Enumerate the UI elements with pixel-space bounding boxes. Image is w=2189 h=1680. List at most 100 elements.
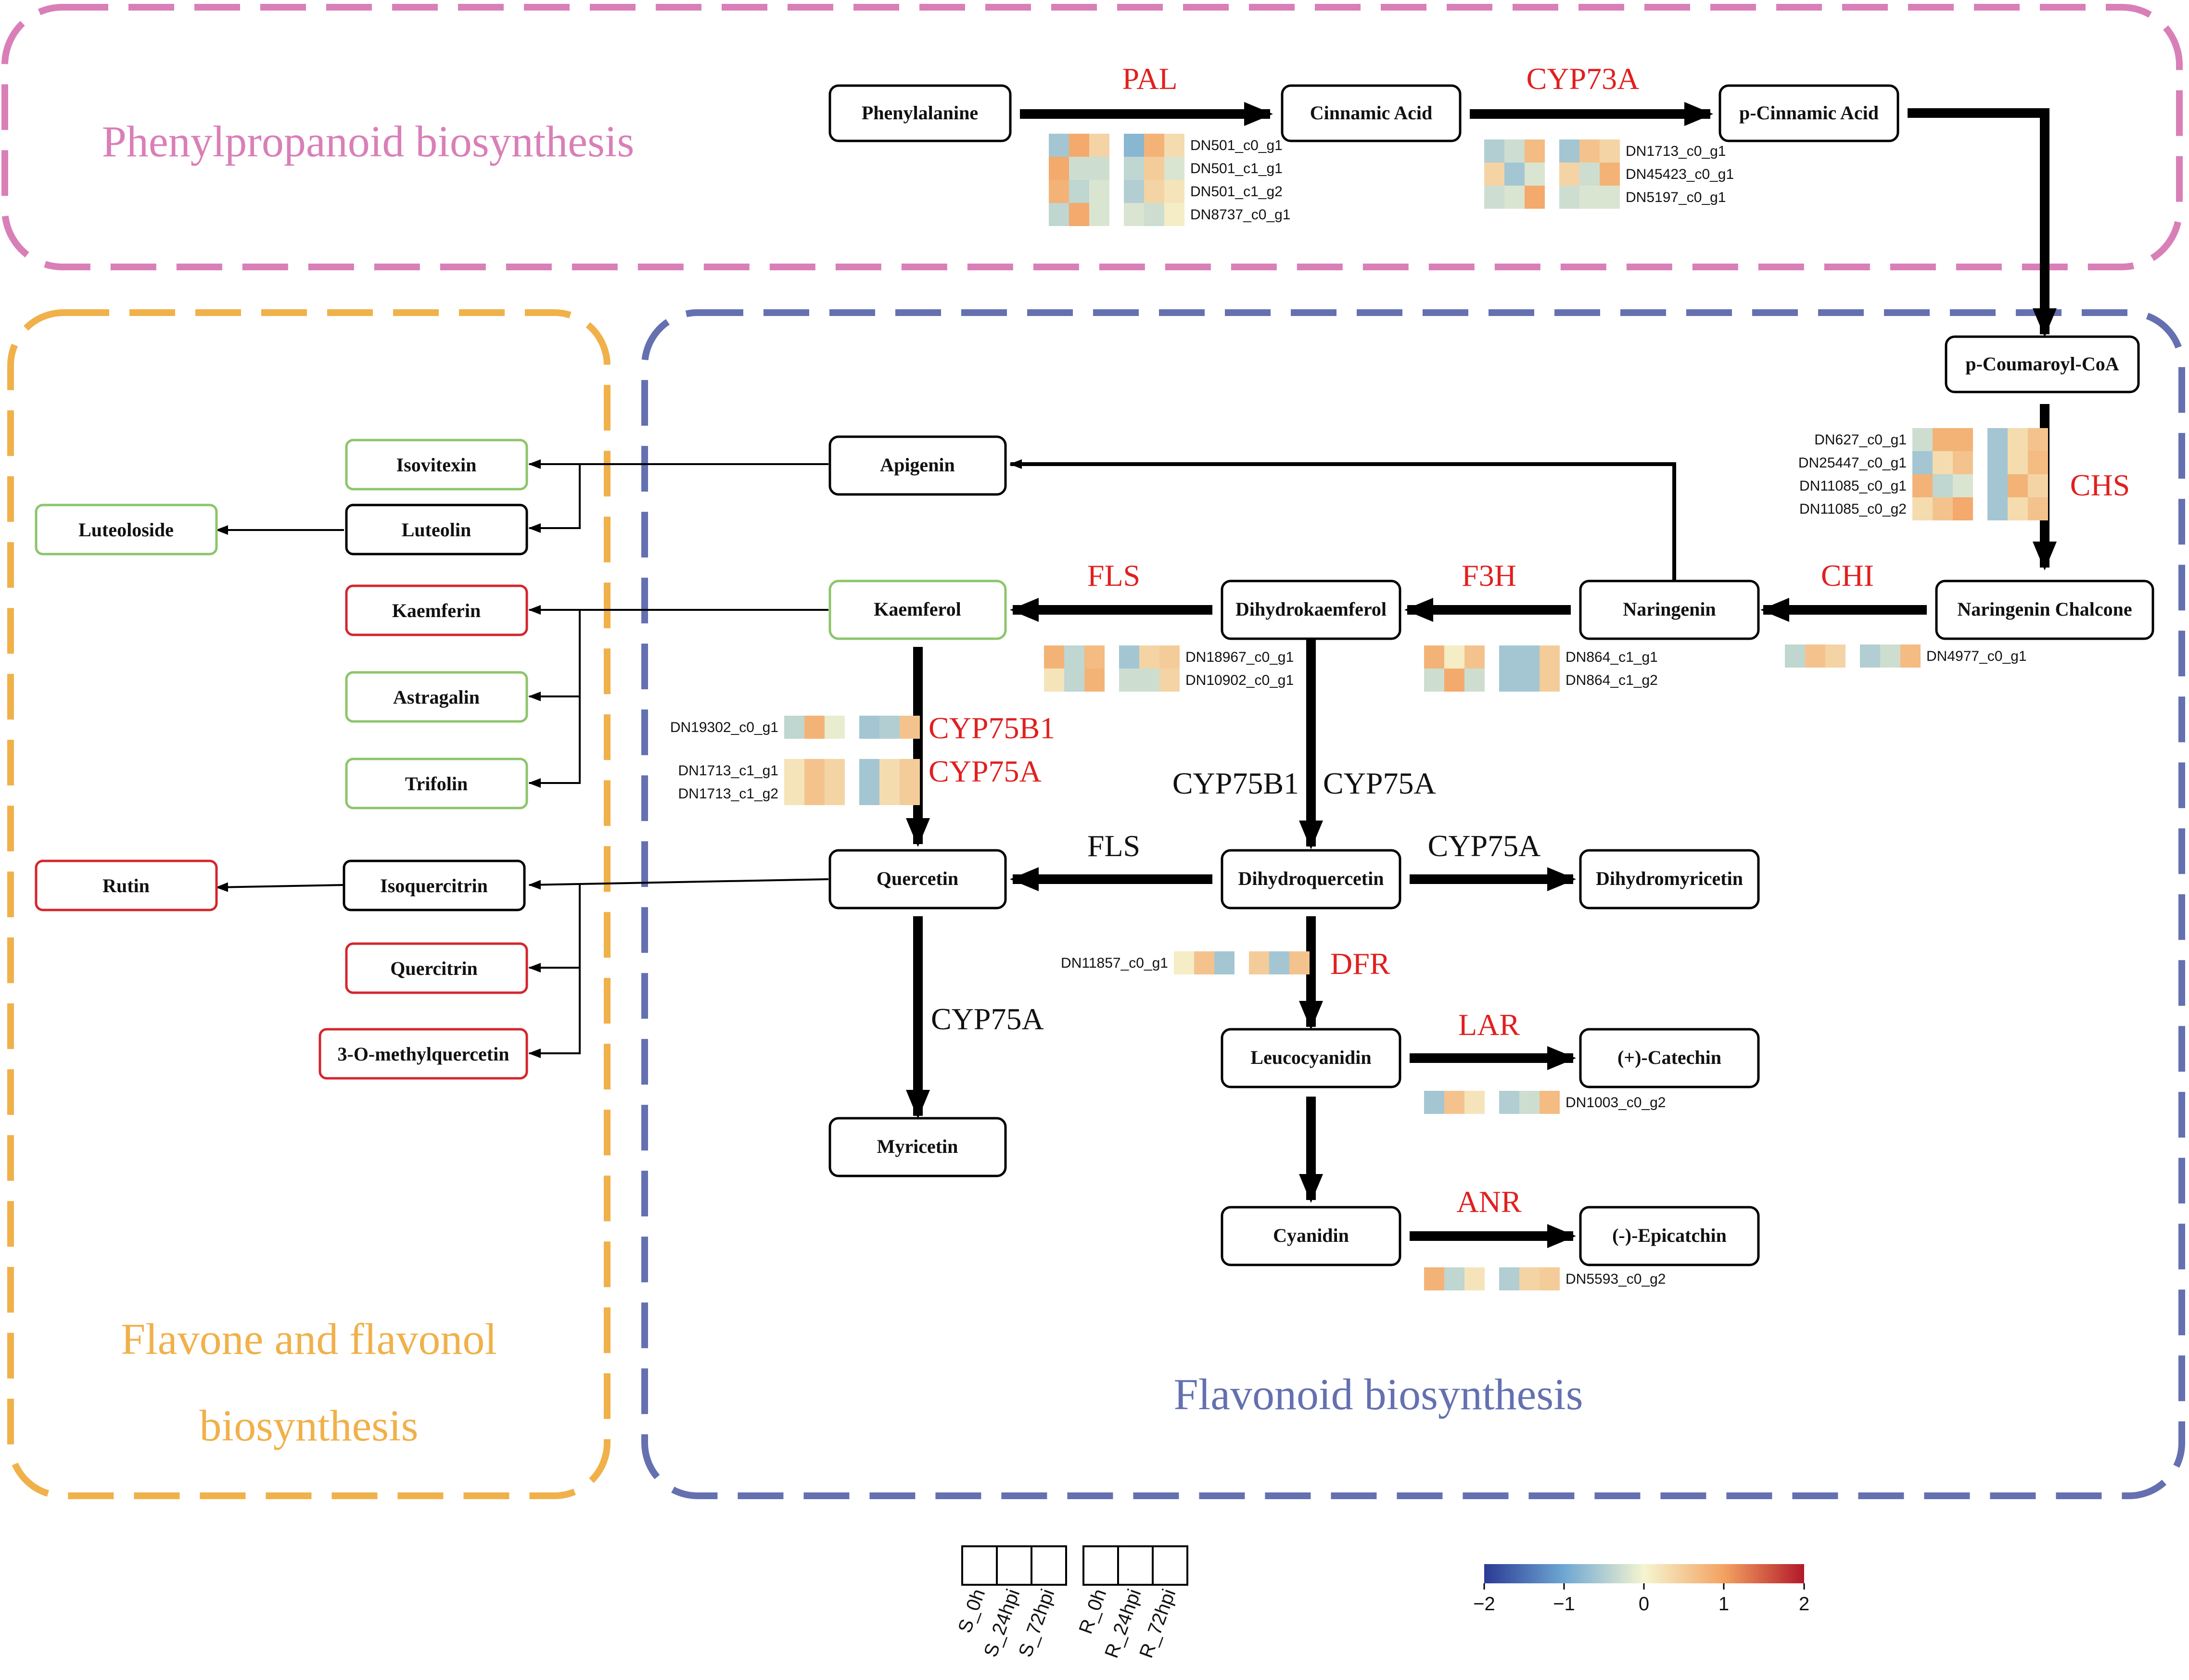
enzyme-chi: CHI xyxy=(1821,558,1874,593)
gene-label: DN8737_c0_g1 xyxy=(1190,207,1291,223)
heatmap-cell xyxy=(1987,428,2008,451)
node-isoquercitrin: Isoquercitrin xyxy=(343,859,526,911)
heatmap-cell xyxy=(1069,180,1089,203)
enzyme-lar: LAR xyxy=(1458,1008,1520,1042)
svg-text:p-Coumaroyl-CoA: p-Coumaroyl-CoA xyxy=(1965,353,2119,375)
heatmap-cell xyxy=(1424,645,1444,669)
gene-label: DN1003_c0_g2 xyxy=(1565,1095,1666,1111)
heatmap-cell xyxy=(1164,157,1184,180)
heatmap-cell xyxy=(1499,1091,1519,1114)
node-myricetin: Myricetin xyxy=(828,1117,1007,1177)
sample-label-r-0h: R_0h xyxy=(1075,1586,1110,1637)
heatmap-cell xyxy=(1900,644,1921,668)
heatmap-cell xyxy=(1119,645,1139,669)
heatmap-cell xyxy=(1519,1267,1540,1290)
heatmap-cell xyxy=(1504,186,1525,209)
enzyme-cyp75a-down: CYP75A xyxy=(931,1002,1044,1036)
phenylpropanoid-title: Phenylpropanoid biosynthesis xyxy=(102,117,635,166)
node-luteoloside: Luteoloside xyxy=(35,504,218,556)
heatmap-cell xyxy=(1484,139,1504,163)
svg-text:Phenylalanine: Phenylalanine xyxy=(862,102,978,124)
svg-text:Naringenin: Naringenin xyxy=(1623,598,1716,620)
node-dihydromyricetin: Dihydromyricetin xyxy=(1579,849,1760,909)
heatmap-cell xyxy=(804,759,825,782)
heatmap-dfr: DN11857_c0_g1 xyxy=(1061,951,1310,974)
flavone-title-line1: Flavone and flavonol xyxy=(121,1314,497,1364)
flavone-region xyxy=(7,309,611,1499)
heatmap-cell xyxy=(1159,669,1180,692)
heatmap-cell xyxy=(1519,1091,1540,1114)
heatmap-cell xyxy=(879,759,900,782)
heatmap-cell xyxy=(900,782,920,805)
heatmap-cell xyxy=(1464,645,1485,669)
heatmap-cell xyxy=(1953,474,1973,497)
heatmap-cell xyxy=(2008,451,2028,474)
enzyme-labels: PAL CYP73A CHS CHI F3H FLS CYP75B1 CYP75… xyxy=(929,62,2130,1219)
heatmap-cell xyxy=(1119,669,1139,692)
gene-label: DN501_c0_g1 xyxy=(1190,138,1283,153)
heatmap-cell xyxy=(2008,428,2028,451)
heatmap-cell xyxy=(1464,1267,1485,1290)
heatmap-cell xyxy=(1164,203,1184,226)
heatmap-cell xyxy=(825,782,845,805)
svg-text:Quercetin: Quercetin xyxy=(877,868,958,889)
svg-text:Isovitexin: Isovitexin xyxy=(396,454,477,476)
heatmap-cell xyxy=(1069,203,1089,226)
enzyme-cyp75b1-red: CYP75B1 xyxy=(929,711,1055,745)
node-dihydroquercetin: Dihydroquercetin xyxy=(1221,849,1401,909)
heatmap-cell xyxy=(1912,497,1933,520)
node-apigenin: Apigenin xyxy=(828,435,1007,496)
heatmap-cell xyxy=(859,759,879,782)
heatmap-cell xyxy=(1139,645,1159,669)
heatmap-cell xyxy=(1484,163,1504,186)
gene-label: DN25447_c0_g1 xyxy=(1798,455,1907,471)
node-p-coumaroyl-coa: p-Coumaroyl-CoA xyxy=(1945,335,2140,393)
heatmap-cell xyxy=(1069,157,1089,180)
svg-text:Trifolin: Trifolin xyxy=(405,773,468,795)
heatmap-cell xyxy=(1987,474,2008,497)
heatmap-cell xyxy=(1912,474,1933,497)
heatmap-cell xyxy=(1139,669,1159,692)
gene-label: DN11857_c0_g1 xyxy=(1061,955,1168,971)
heatmap-cell xyxy=(2028,428,2048,451)
heatmap-cell xyxy=(2028,474,2048,497)
heatmap-cell xyxy=(1164,134,1184,157)
heatmap-cell xyxy=(1049,180,1069,203)
heatmap-cell xyxy=(1499,1267,1519,1290)
heatmap-cell xyxy=(1860,644,1880,668)
heatmap-cell xyxy=(1044,669,1064,692)
heatmap-cell xyxy=(825,716,845,739)
heatmap-cell xyxy=(1504,139,1525,163)
heatmap-cell xyxy=(825,759,845,782)
gene-label: DN864_c1_g1 xyxy=(1565,649,1658,665)
enzyme-f3h: F3H xyxy=(1462,558,1516,593)
heatmap-cell xyxy=(1579,186,1600,209)
heatmap-cell xyxy=(1987,497,2008,520)
sample-label-s-0h: S_0h xyxy=(954,1586,989,1636)
heatmap-cell xyxy=(1089,157,1109,180)
heatmap-cell xyxy=(1540,1091,1560,1114)
svg-text:Dihydrokaemferol: Dihydrokaemferol xyxy=(1235,598,1387,620)
heatmap-cell xyxy=(1084,669,1105,692)
heatmap-cell xyxy=(1579,163,1600,186)
heatmap-cell xyxy=(1525,139,1545,163)
svg-text:3-O-methylquercetin: 3-O-methylquercetin xyxy=(338,1043,509,1065)
phenylpropanoid-region xyxy=(1,4,2183,270)
heatmap-cell xyxy=(1987,451,2008,474)
color-scale-bar xyxy=(1484,1564,1804,1583)
heatmap-pal: DN501_c0_g1DN501_c1_g1DN501_c1_g2DN8737_… xyxy=(1049,134,1291,226)
heatmap-cell xyxy=(1933,497,1953,520)
node-dihydrokaemferol: Dihydrokaemferol xyxy=(1221,580,1401,640)
heatmap-cell xyxy=(1933,451,1953,474)
enzyme-fls-red: FLS xyxy=(1087,558,1140,593)
enzyme-pal: PAL xyxy=(1122,62,1177,96)
heatmap-cell xyxy=(1089,180,1109,203)
heatmap-cell xyxy=(2008,474,2028,497)
heatmap-cell xyxy=(1953,428,1973,451)
heatmap-cell xyxy=(879,782,900,805)
heatmap-cell xyxy=(1559,139,1579,163)
node-quercetin: Quercetin xyxy=(828,849,1007,909)
heatmap-cell xyxy=(2028,497,2048,520)
flavonoid-title: Flavonoid biosynthesis xyxy=(1173,1370,1583,1419)
